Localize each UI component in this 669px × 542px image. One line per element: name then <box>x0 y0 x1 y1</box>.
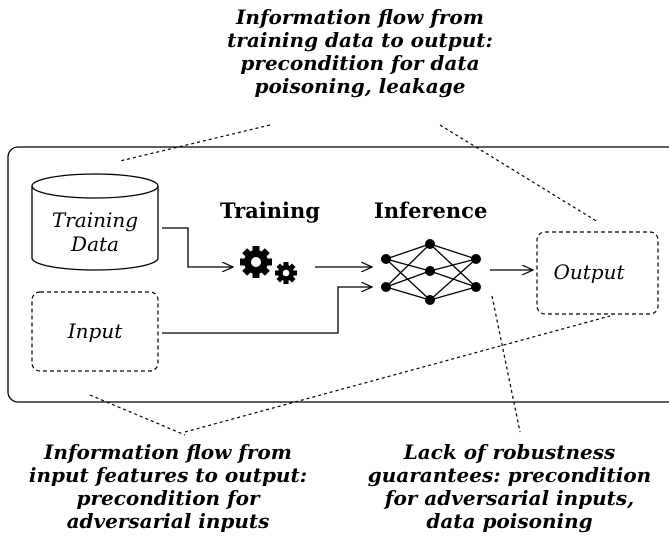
caption-line: Lack of robustness <box>403 440 616 464</box>
caption-input-features-flow: Information flow from input features to … <box>0 441 336 533</box>
caption-line: adversarial inputs <box>66 509 270 533</box>
input-box <box>31 291 159 372</box>
training-data-label: Training Data <box>40 208 150 256</box>
training-data-label-line: Training <box>51 208 139 232</box>
caption-line: precondition for data <box>240 51 480 75</box>
caption-training-data-flow: Information flow from training data to o… <box>195 6 525 98</box>
arrow-data-to-training <box>162 227 233 267</box>
output-label: Output <box>553 260 625 284</box>
training-stage-label: Training <box>220 198 320 223</box>
caption-line: precondition for <box>76 486 260 510</box>
inference-stage-label: Inference <box>374 198 488 223</box>
training-data-label-line: Data <box>71 232 119 256</box>
arrow-input-to-inference <box>162 287 372 334</box>
caption-line: input features to output: <box>28 463 308 487</box>
gears-icon <box>240 246 297 284</box>
input-label: Input <box>67 319 123 343</box>
caption-line: training data to output: <box>227 28 493 52</box>
caption-line: poisoning, leakage <box>254 74 466 98</box>
system-frame <box>7 146 669 403</box>
neural-network-icon <box>381 239 481 305</box>
caption-line: data poisoning <box>426 509 593 533</box>
training-data-cylinder-icon <box>31 173 159 271</box>
callout-bottom-left-line-2 <box>184 315 611 433</box>
output-box <box>536 231 659 315</box>
caption-line: Information flow from <box>44 440 292 464</box>
caption-line: guarantees: precondition <box>367 463 652 487</box>
callout-top-left-line <box>119 124 271 162</box>
caption-line: Information flow from <box>236 5 484 29</box>
callout-top-right-line <box>439 124 599 223</box>
caption-line: for adversarial inputs, <box>384 486 635 510</box>
callout-bottom-left-line <box>89 394 186 436</box>
caption-robustness: Lack of robustness guarantees: precondit… <box>342 441 669 533</box>
callout-bottom-right-line <box>491 295 521 433</box>
